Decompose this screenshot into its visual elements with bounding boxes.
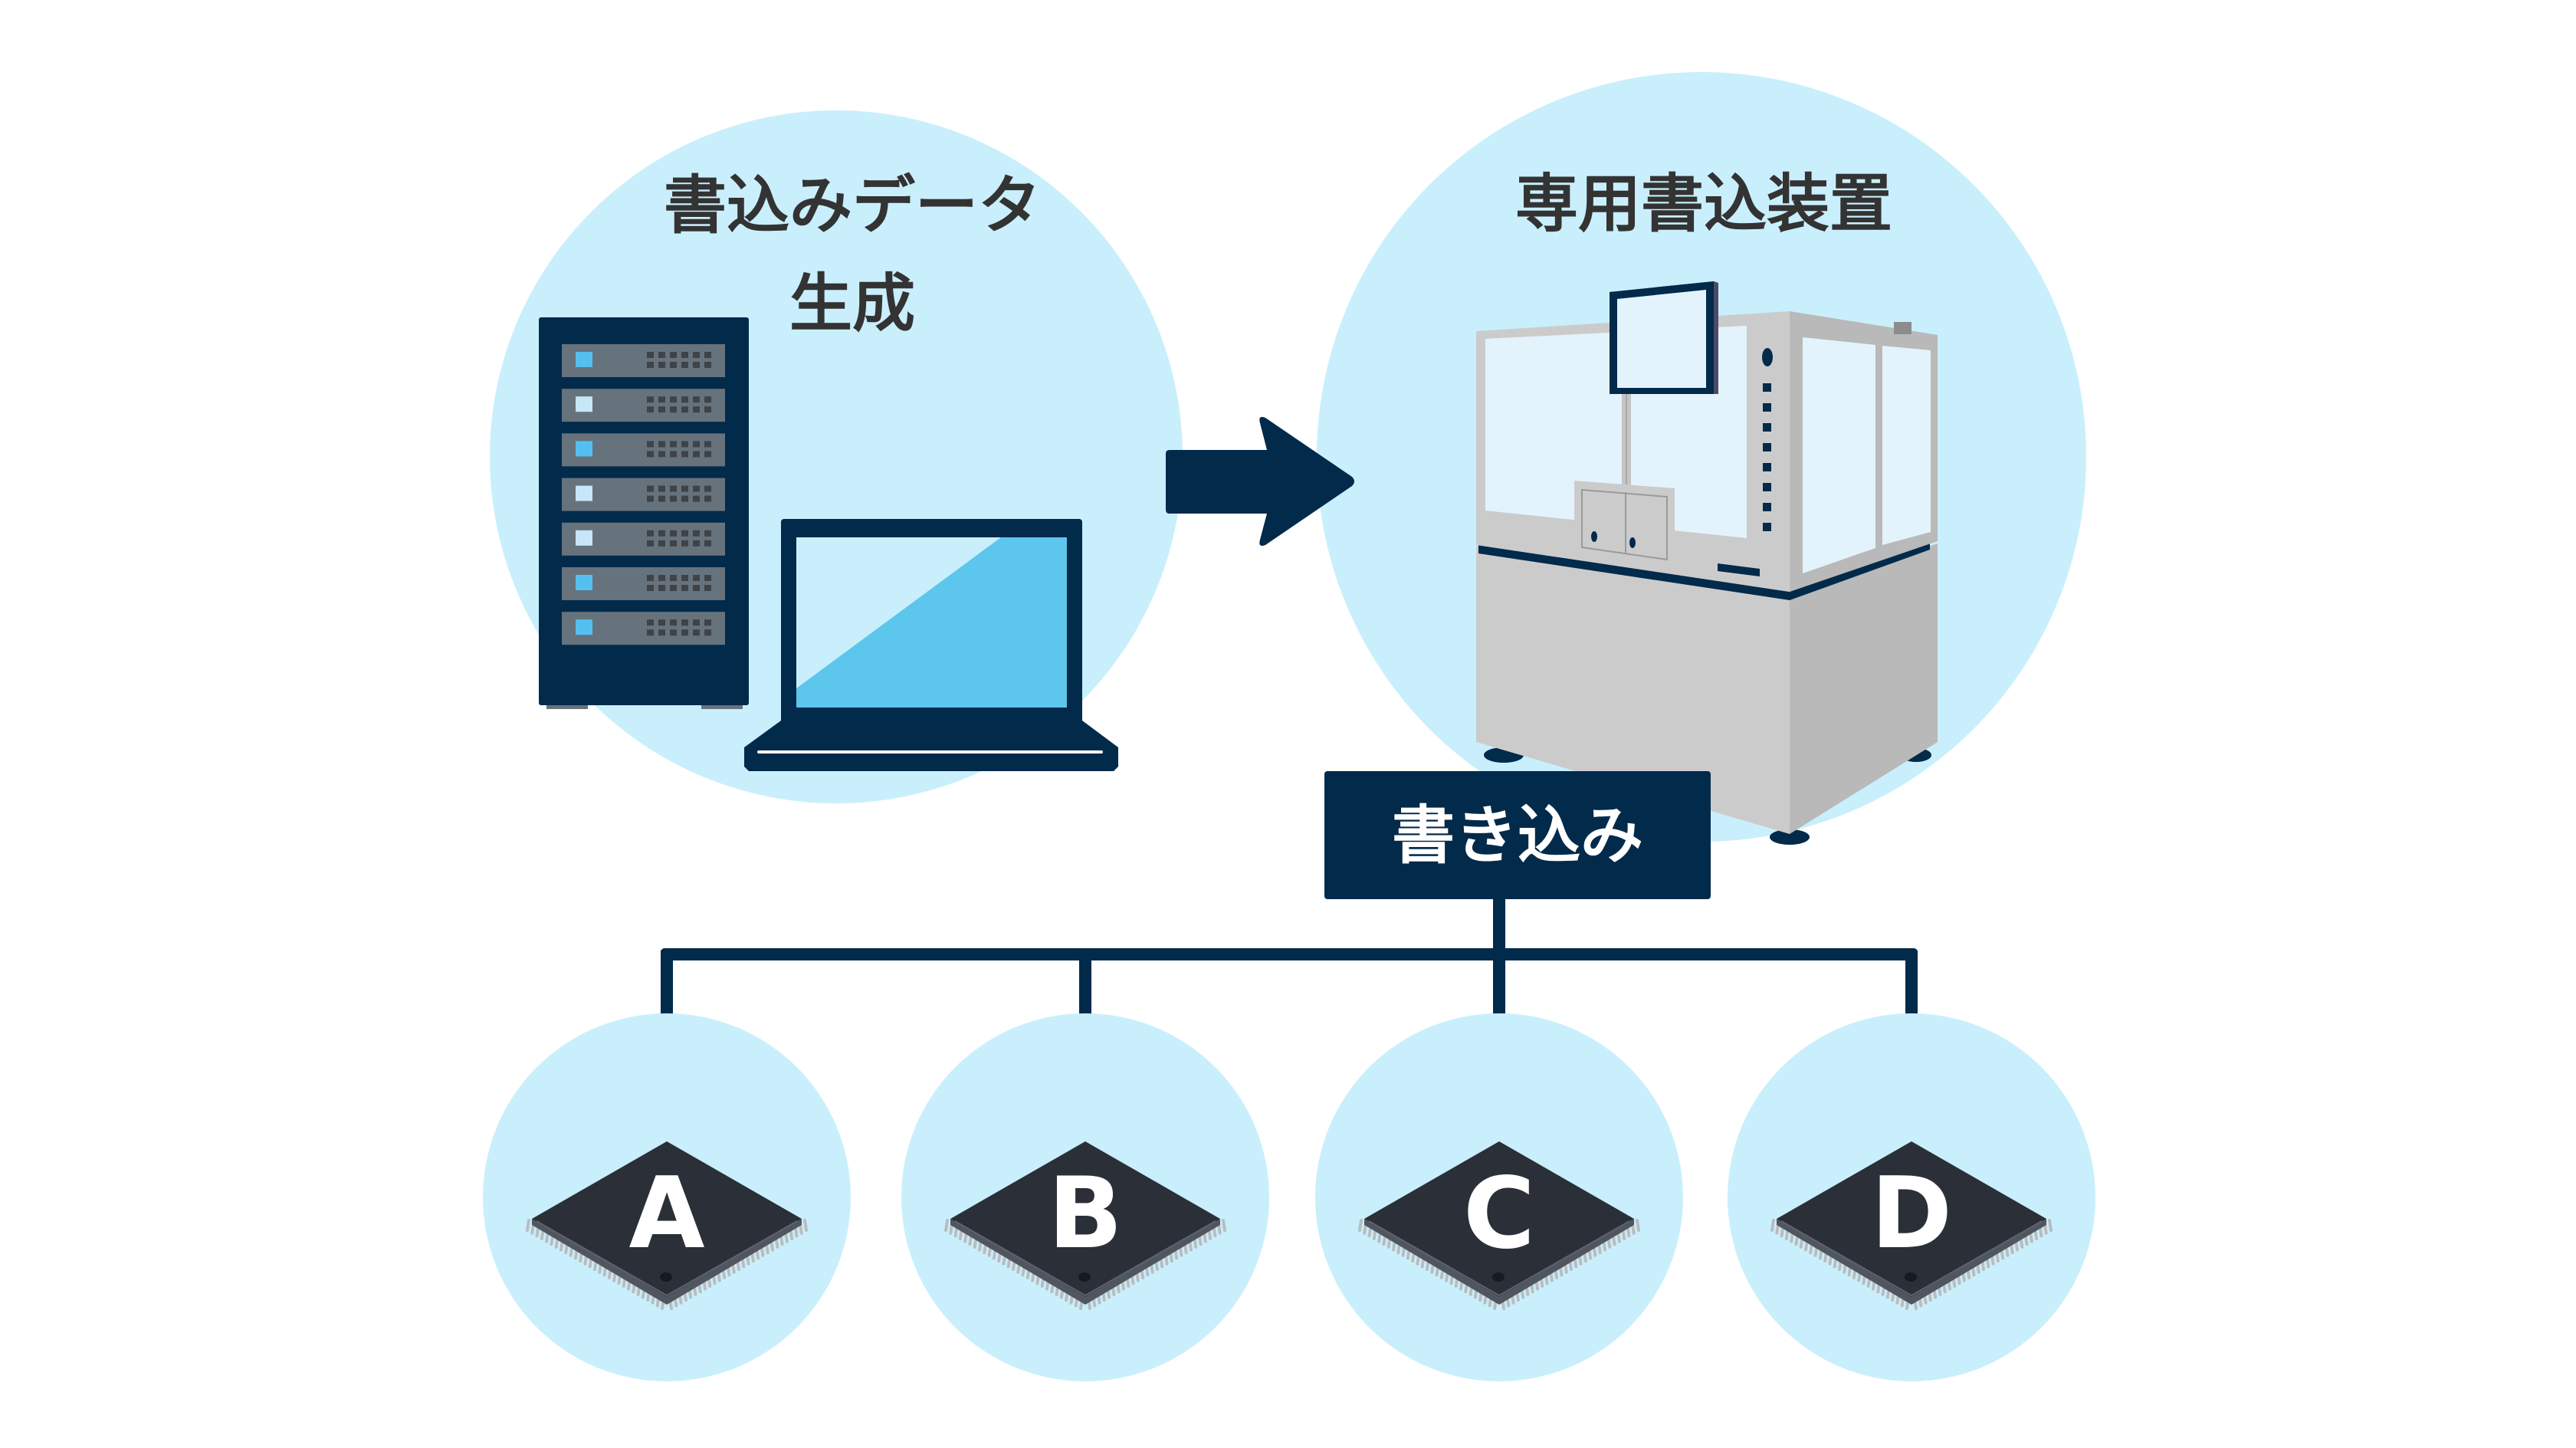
chip-label-b: B: [1048, 1157, 1123, 1271]
chip-pin1-marker: [660, 1272, 672, 1282]
chip-pin1-marker: [1492, 1272, 1505, 1282]
branch-trunk-line: [1493, 897, 1505, 958]
server-led-blue: [576, 441, 592, 457]
write-label-box: [1324, 771, 1711, 899]
write-label-text: 書き込み: [1392, 800, 1643, 872]
chip-icon-a: A: [526, 1141, 808, 1310]
chip-label-c: C: [1463, 1157, 1535, 1271]
server-led-blue: [576, 619, 592, 635]
chip-body: [1777, 1141, 2046, 1297]
flow-arrow-right-icon: [1166, 416, 1354, 547]
server-unit: [562, 344, 725, 377]
chip-label-d: D: [1871, 1157, 1952, 1271]
chip-body: [532, 1141, 802, 1297]
chip-icon-d: D: [1770, 1141, 2053, 1310]
server-unit: [562, 433, 725, 467]
server-led-light: [576, 485, 592, 501]
writer-device-title: 専用書込装置: [1515, 168, 1892, 241]
chip-body: [1364, 1141, 1634, 1297]
server-unit: [562, 612, 725, 645]
data-generation-title-line1: 書込みデータ: [664, 169, 1041, 242]
chip-pin1-marker: [1905, 1272, 1917, 1282]
chip-pin1-marker: [1078, 1272, 1091, 1282]
server-unit: [562, 567, 725, 600]
chip-icon-b: B: [944, 1141, 1226, 1310]
chip-icon-c: C: [1358, 1141, 1640, 1310]
server-unit: [562, 389, 725, 422]
server-unit: [562, 522, 725, 556]
server-led-blue: [576, 352, 592, 367]
server-unit: [562, 478, 725, 511]
chip-label-a: A: [628, 1157, 704, 1271]
server-led-blue: [576, 575, 592, 590]
data-generation-title-line2: 生成: [789, 268, 915, 340]
branch-horizontal-line: [661, 948, 1918, 960]
server-rack-icon: [539, 317, 749, 709]
server-led-light: [576, 530, 592, 546]
chip-body: [950, 1141, 1220, 1297]
target-chips: A B C D: [483, 1013, 2095, 1381]
server-led-light: [576, 396, 592, 412]
laptop-icon: [744, 519, 1118, 771]
writer-machine-icon: [1476, 281, 1938, 845]
